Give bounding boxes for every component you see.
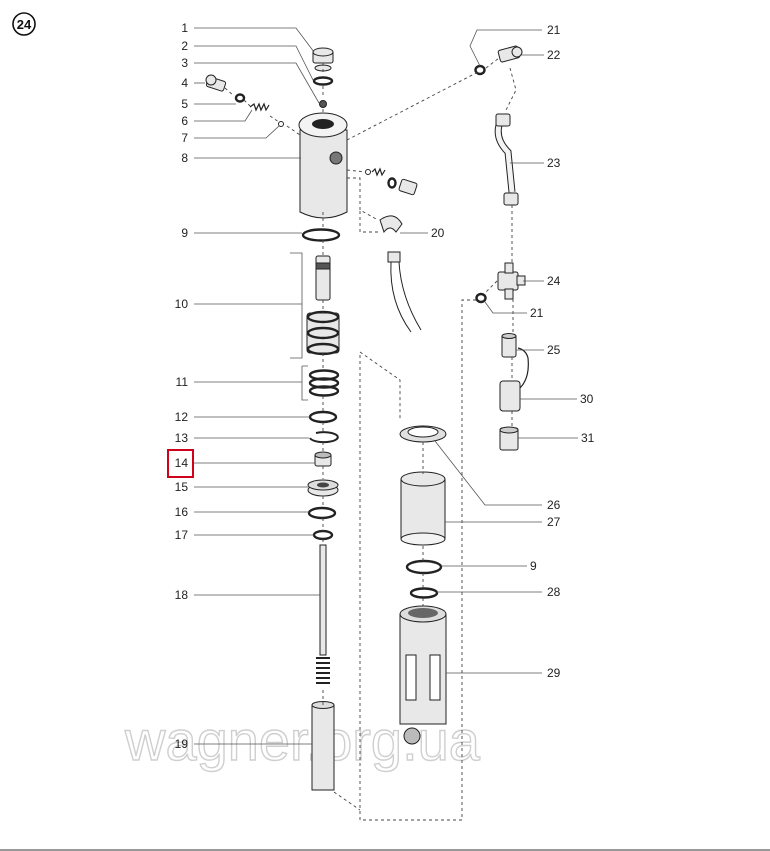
part-29-foot-valve-housing xyxy=(399,605,447,745)
callout-12: 12 xyxy=(175,410,189,424)
callout-28: 28 xyxy=(547,585,561,599)
page-badge-number: 24 xyxy=(17,17,32,32)
part-2-o-ring xyxy=(312,76,334,86)
leader-lines xyxy=(194,27,578,745)
callout-10: 10 xyxy=(175,297,189,311)
part-3-ball xyxy=(319,100,327,108)
part-12-ring xyxy=(308,410,338,424)
part-9-o-ring-upper xyxy=(301,228,341,242)
callout-1: 1 xyxy=(181,21,188,35)
callout-31: 31 xyxy=(581,431,595,445)
callout-14-highlight-box xyxy=(167,449,194,478)
callout-6: 6 xyxy=(181,114,188,128)
callout-18: 18 xyxy=(175,588,189,602)
callout-numbers: 1 2 3 4 5 6 7 8 9 10 11 12 13 14 15 16 1… xyxy=(167,21,595,751)
part-19-foot-tube xyxy=(311,701,335,791)
part-8-pump-body xyxy=(298,112,348,219)
part-13-snap-ring xyxy=(309,431,339,444)
callout-9-lower: 9 xyxy=(530,559,537,573)
part-30-sensor xyxy=(499,347,529,412)
part-23-pipe xyxy=(494,113,519,206)
part-15-cage xyxy=(307,479,339,497)
callout-23: 23 xyxy=(547,156,561,170)
callout-25: 25 xyxy=(547,343,561,357)
part-9-o-ring-lower xyxy=(405,559,443,575)
part-28-ring xyxy=(409,587,439,599)
callout-13: 13 xyxy=(175,431,189,445)
callout-22: 22 xyxy=(547,48,561,62)
part-25-fitting xyxy=(501,333,517,358)
part-31-fitting xyxy=(499,426,519,451)
part-27-cylinder xyxy=(400,471,446,546)
callout-24: 24 xyxy=(547,274,561,288)
part-24-tee xyxy=(497,262,526,300)
part-20-elbow-hose xyxy=(379,215,422,333)
part-16-seal xyxy=(307,506,337,520)
page-badge: 24 xyxy=(12,12,36,36)
callout-15: 15 xyxy=(175,480,189,494)
callout-4: 4 xyxy=(181,76,188,90)
callout-19: 19 xyxy=(175,737,189,751)
callout-27: 27 xyxy=(547,515,561,529)
callout-9-upper: 9 xyxy=(181,226,188,240)
callout-26: 26 xyxy=(547,498,561,512)
callout-21-lower: 21 xyxy=(530,306,544,320)
part-6-spring xyxy=(249,102,270,112)
callout-5: 5 xyxy=(181,97,188,111)
callout-14: 14 xyxy=(175,456,189,470)
callout-3: 3 xyxy=(181,56,188,70)
part-17-ring xyxy=(312,529,334,541)
callout-7: 7 xyxy=(181,131,188,145)
part-26-lock-nut xyxy=(399,425,447,443)
callout-30: 30 xyxy=(580,392,594,406)
part-1-cap xyxy=(312,47,334,72)
callout-8: 8 xyxy=(181,151,188,165)
part-5-o-ring xyxy=(234,93,246,103)
part-4-fitting xyxy=(205,74,227,92)
part-21-o-ring-lower xyxy=(475,292,487,304)
callout-11: 11 xyxy=(176,375,189,389)
callout-16: 16 xyxy=(175,505,189,519)
part-10-piston-assembly xyxy=(306,255,340,356)
part-18-pump-rod xyxy=(316,544,330,684)
part-11-packing-set xyxy=(308,369,340,397)
assembly-guide-lines xyxy=(224,57,517,821)
side-check-valve xyxy=(365,167,418,196)
callout-17: 17 xyxy=(175,528,189,542)
callout-21-upper: 21 xyxy=(547,23,561,37)
callout-29: 29 xyxy=(547,666,561,680)
part-7-ball xyxy=(278,121,284,127)
callout-2: 2 xyxy=(181,39,188,53)
part-22-fitting xyxy=(497,45,523,63)
callout-20: 20 xyxy=(431,226,445,240)
part-14-valve-seat xyxy=(314,451,332,467)
